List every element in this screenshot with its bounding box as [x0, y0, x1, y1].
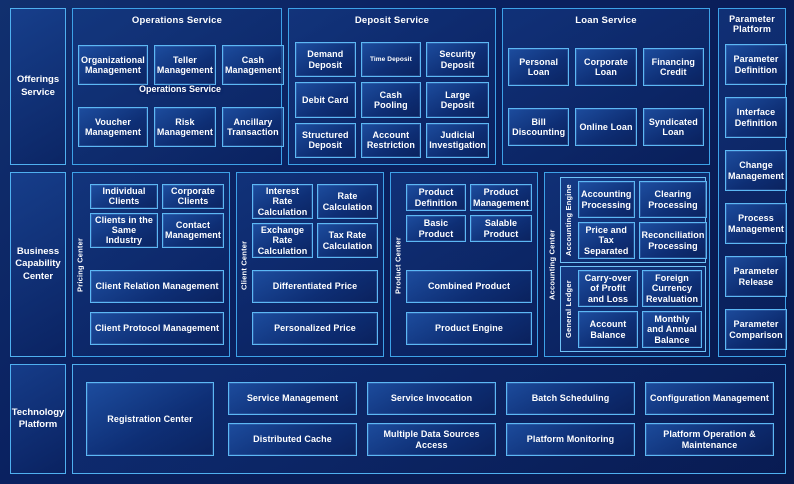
item-account-balance[interactable]: Account Balance	[578, 311, 638, 348]
item-parameter-release[interactable]: Parameter Release	[725, 256, 788, 297]
item-service-management[interactable]: Service Management	[228, 382, 357, 415]
row-label-technology-platform: Technology Platform	[10, 364, 66, 474]
item-contact-management[interactable]: Contact Management	[161, 212, 224, 248]
item-corporate-loan[interactable]: Corporate Loan	[575, 48, 637, 86]
item-platform-operation-and-maintenance[interactable]: Platform Operation & Maintenance	[645, 423, 774, 456]
item-change-management[interactable]: Change Management	[725, 150, 788, 191]
item-price-and-tax-separated[interactable]: Price and Tax Separated	[578, 222, 635, 259]
vlabel-accounting-engine: Accounting Engine	[564, 184, 573, 256]
vlabel-product-center: Product Center	[393, 237, 403, 295]
item-financing-credit[interactable]: Financing Credit	[642, 48, 704, 86]
group-title-operations-service: Operations Service	[131, 15, 223, 26]
item-batch-scheduling[interactable]: Batch Scheduling	[506, 382, 635, 415]
vlabel-client-center: Client Center	[239, 240, 249, 290]
item-risk-management[interactable]: Risk Management	[153, 107, 216, 147]
item-client-relation-management[interactable]: Client Relation Management	[90, 270, 224, 303]
item-voucher-management[interactable]: Voucher Management	[78, 107, 148, 147]
group-title-loan-service: Loan Service	[575, 15, 637, 26]
item-product-definition[interactable]: Product Definition	[406, 184, 466, 211]
group-items-technology-platform: Service Management Service Invocation Ba…	[228, 382, 774, 456]
item-configuration-management[interactable]: Configuration Management	[645, 382, 774, 415]
item-registration-center[interactable]: Registration Center	[86, 382, 214, 456]
item-salable-product[interactable]: Salable Product	[470, 215, 532, 242]
item-organizational-management[interactable]: Organizational Management	[78, 45, 148, 85]
item-tax-rate-calculation[interactable]: Tax Rate Calculation	[317, 223, 378, 259]
item-combined-product[interactable]: Combined Product	[406, 270, 532, 303]
vlabel-pricing-center: Pricing Center	[75, 237, 85, 293]
group-items-operations-service: Organizational Management Teller Managem…	[78, 45, 284, 155]
item-monthly-and-annual-balance[interactable]: Monthly and Annual Balance	[642, 311, 702, 348]
item-carry-over-of-profit-and-loss[interactable]: Carry-over of Profit and Loss	[578, 270, 638, 307]
item-interest-rate-calculation[interactable]: Interest Rate Calculation	[252, 184, 313, 220]
row-label-business-capability-center: Business Capability Center	[10, 172, 66, 357]
item-online-loan[interactable]: Online Loan	[575, 108, 637, 146]
item-foreign-currency-revaluation[interactable]: Foreign Currency Revaluation	[642, 270, 702, 307]
item-parameter-definition[interactable]: Parameter Definition	[725, 44, 788, 85]
subgroup-items-general-ledger: Carry-over of Profit and Loss Foreign Cu…	[578, 270, 702, 348]
duplicate-label-operations-service: Operations Service	[139, 84, 222, 94]
panel-items-product-center-wide: Combined Product Product Engine	[406, 270, 532, 345]
item-distributed-cache[interactable]: Distributed Cache	[228, 423, 357, 456]
group-items-parameter-platform: Parameter Definition Interface Definitio…	[725, 44, 788, 350]
vlabel-accounting-center: Accounting Center	[547, 229, 557, 301]
panel-items-pricing-center-top: Individual Clients Corporate Clients Cli…	[90, 184, 224, 248]
item-client-protocol-management[interactable]: Client Protocol Management	[90, 312, 224, 345]
item-large-deposit[interactable]: Large Deposit	[426, 82, 489, 118]
item-judicial-investigation[interactable]: Judicial Investigation	[426, 122, 489, 158]
item-clearing-processing[interactable]: Clearing Processing	[638, 181, 708, 218]
panel-items-client-center-top: Interest Rate Calculation Rate Calculati…	[252, 184, 378, 259]
group-items-loan-service: Personal Loan Corporate Loan Financing C…	[508, 48, 704, 148]
item-exchange-rate-calculation[interactable]: Exchange Rate Calculation	[252, 223, 313, 259]
item-interface-definition[interactable]: Interface Definition	[725, 97, 788, 138]
item-cash-pooling[interactable]: Cash Pooling	[360, 82, 422, 118]
item-personal-loan[interactable]: Personal Loan	[508, 48, 570, 86]
item-platform-monitoring[interactable]: Platform Monitoring	[506, 423, 635, 456]
item-teller-management[interactable]: Teller Management	[153, 45, 216, 85]
item-structured-deposit[interactable]: Structured Deposit	[295, 122, 356, 158]
item-syndicated-loan[interactable]: Syndicated Loan	[642, 108, 704, 146]
item-bill-discounting[interactable]: Bill Discounting	[508, 108, 570, 146]
item-rate-calculation[interactable]: Rate Calculation	[317, 184, 378, 220]
group-items-deposit-service: Demand Deposit Time Deposit Security Dep…	[295, 42, 489, 158]
item-service-invocation[interactable]: Service Invocation	[367, 382, 496, 415]
item-account-restriction[interactable]: Account Restriction	[360, 122, 422, 158]
item-product-management[interactable]: Product Management	[470, 184, 532, 211]
row-label-offerings-service: Offerings Service	[10, 8, 66, 165]
item-debit-card[interactable]: Debit Card	[295, 82, 356, 118]
item-individual-clients[interactable]: Individual Clients	[90, 184, 158, 209]
item-parameter-comparison[interactable]: Parameter Comparison	[725, 309, 788, 350]
row-label-offerings-text: Offerings Service	[16, 74, 60, 98]
panel-items-pricing-center-wide: Client Relation Management Client Protoc…	[90, 270, 224, 345]
item-demand-deposit[interactable]: Demand Deposit	[295, 42, 356, 78]
item-accounting-processing[interactable]: Accounting Processing	[578, 181, 635, 218]
item-security-deposit[interactable]: Security Deposit	[426, 42, 489, 78]
item-multiple-data-sources-access[interactable]: Multiple Data Sources Access	[367, 423, 496, 456]
item-time-deposit[interactable]: Time Deposit	[360, 42, 422, 78]
item-differentiated-price[interactable]: Differentiated Price	[252, 270, 378, 303]
panel-items-product-center-top: Product Definition Product Management Ba…	[406, 184, 532, 242]
vlabel-general-ledger: General Ledger	[564, 280, 573, 338]
row-label-business-text: Business Capability Center	[15, 245, 61, 282]
group-title-parameter-platform: Parameter Platform	[729, 14, 775, 34]
item-basic-product[interactable]: Basic Product	[406, 215, 466, 242]
row-label-technology-text: Technology Platform	[11, 406, 65, 430]
item-corporate-clients[interactable]: Corporate Clients	[161, 184, 224, 209]
item-ancillary-transaction[interactable]: Ancillary Transaction	[221, 107, 284, 147]
panel-items-client-center-wide: Differentiated Price Personalized Price	[252, 270, 378, 345]
item-clients-in-the-same-industry[interactable]: Clients in the Same Industry	[90, 212, 158, 248]
item-personalized-price[interactable]: Personalized Price	[252, 312, 378, 345]
item-cash-management[interactable]: Cash Management	[221, 45, 284, 85]
item-product-engine[interactable]: Product Engine	[406, 312, 532, 345]
item-reconciliation-processing[interactable]: Reconciliation Processing	[638, 222, 708, 259]
group-title-deposit-service: Deposit Service	[354, 15, 430, 26]
item-process-management[interactable]: Process Management	[725, 203, 788, 244]
subgroup-items-accounting-engine: Accounting Processing Clearing Processin…	[578, 181, 708, 259]
